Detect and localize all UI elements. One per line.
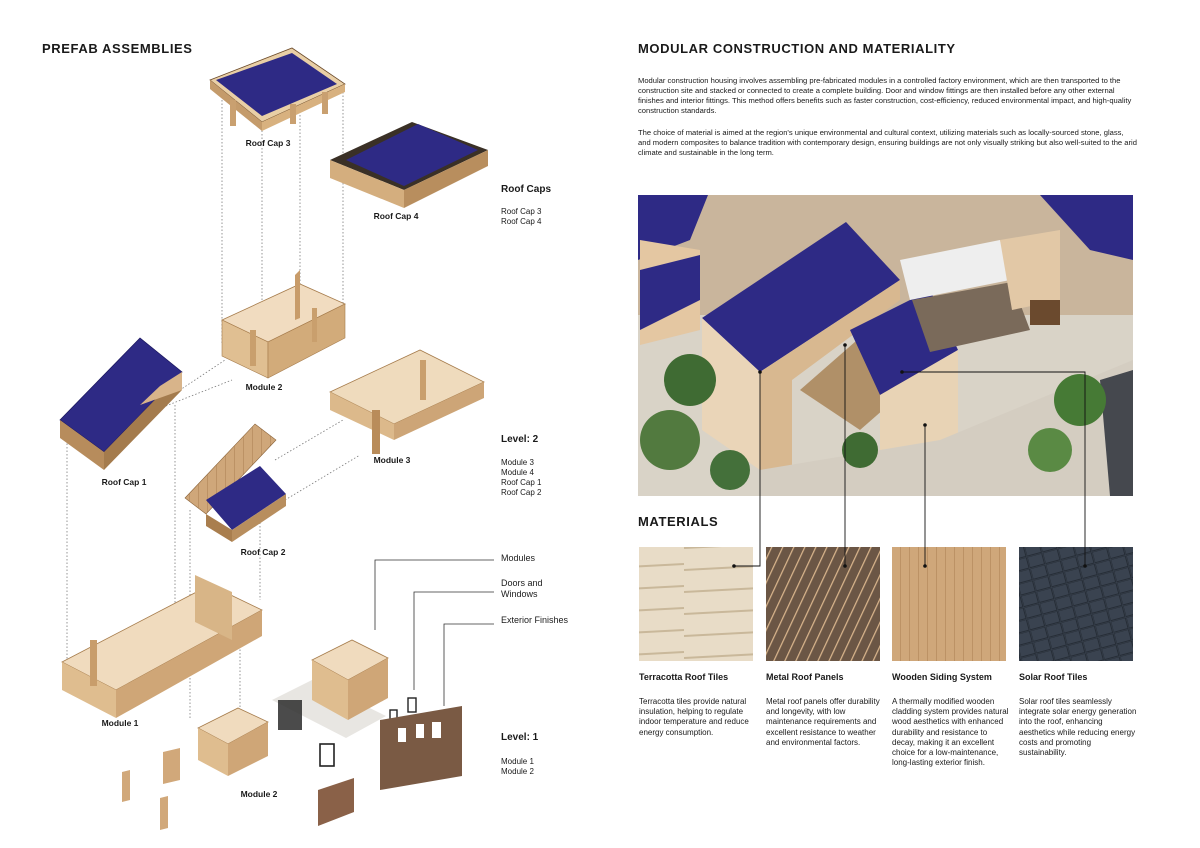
level-2-list: Module 3 Module 4 Roof Cap 1 Roof Cap 2 [501, 458, 541, 498]
material-desc-terracotta: Terracotta tiles provide natural insulat… [639, 697, 749, 737]
roof-caps-list: Roof Cap 3 Roof Cap 4 [501, 207, 541, 227]
material-desc-metal: Metal roof panels offer durability and l… [766, 697, 880, 747]
legend-doors-and: Doors and [501, 578, 543, 588]
legend-exterior-finishes: Exterior Finishes [501, 615, 569, 625]
material-swatches [639, 547, 1133, 661]
roof-caps-item: Roof Cap 3 [501, 207, 542, 216]
metal-roof-swatch [766, 547, 880, 661]
terracotta-swatch [639, 547, 753, 661]
materials-heading: MATERIALS [638, 514, 719, 529]
material-callout-lines [734, 345, 1086, 567]
level-2-item: Module 4 [501, 468, 534, 477]
roof-cap-3-illustration [209, 47, 346, 131]
label-roof-cap-2: Roof Cap 2 [240, 547, 286, 557]
material-name-solar: Solar Roof Tiles [1019, 672, 1088, 682]
roof-cap-2-illustration [184, 423, 286, 542]
left-title: PREFAB ASSEMBLIES [42, 41, 193, 56]
roof-cap-4-illustration [330, 122, 488, 208]
level-2-heading: Level: 2 [501, 434, 539, 445]
material-name-terracotta: Terracotta Roof Tiles [639, 672, 729, 682]
material-desc-solar: Solar roof tiles seamlessly integrate so… [1019, 697, 1137, 758]
intro-paragraph-1: Modular construction housing involves as… [638, 76, 1132, 115]
wooden-siding-swatch [892, 547, 1006, 661]
label-module-1: Module 1 [101, 718, 139, 728]
level-1-heading: Level: 1 [501, 732, 539, 743]
material-name-metal: Metal Roof Panels [766, 672, 844, 682]
material-desc-wooden-siding: A thermally modified wooden cladding sys… [892, 697, 1009, 768]
material-name-wooden-siding: Wooden Siding System [892, 672, 992, 682]
label-roof-cap-4: Roof Cap 4 [373, 211, 419, 221]
level-2-item: Roof Cap 1 [501, 478, 542, 487]
legend-leader-lines [374, 559, 494, 706]
label-roof-cap-1: Roof Cap 1 [101, 477, 147, 487]
legend-modules: Modules [501, 553, 536, 563]
solar-tile-swatch [1019, 547, 1133, 661]
level-1-item: Module 1 [501, 757, 534, 766]
roof-caps-heading: Roof Caps [501, 184, 551, 195]
module-2-upper-illustration [221, 270, 346, 379]
roof-cap-1-illustration [59, 337, 183, 470]
level-2-item: Module 3 [501, 458, 534, 467]
intro-paragraph-2: The choice of material is aimed at the r… [638, 128, 1137, 157]
legend-windows: Windows [501, 589, 538, 599]
material-callout-dots [732, 343, 1087, 568]
level-1-item: Module 2 [501, 767, 534, 776]
roof-caps-item: Roof Cap 4 [501, 217, 542, 226]
label-module-2-lower: Module 2 [240, 789, 278, 799]
hero-render [638, 195, 1133, 496]
label-roof-cap-3: Roof Cap 3 [245, 138, 291, 148]
level-2-item: Roof Cap 2 [501, 488, 542, 497]
level-1-list: Module 1 Module 2 [501, 757, 534, 777]
module-1-illustration [61, 575, 263, 718]
label-module-3: Module 3 [373, 455, 411, 465]
label-module-2-upper: Module 2 [245, 382, 283, 392]
right-title: MODULAR CONSTRUCTION AND MATERIALITY [638, 41, 956, 56]
exterior-finish-pieces [122, 706, 462, 830]
module-3-illustration [329, 349, 485, 454]
module-2-lower-illustration [197, 639, 389, 776]
